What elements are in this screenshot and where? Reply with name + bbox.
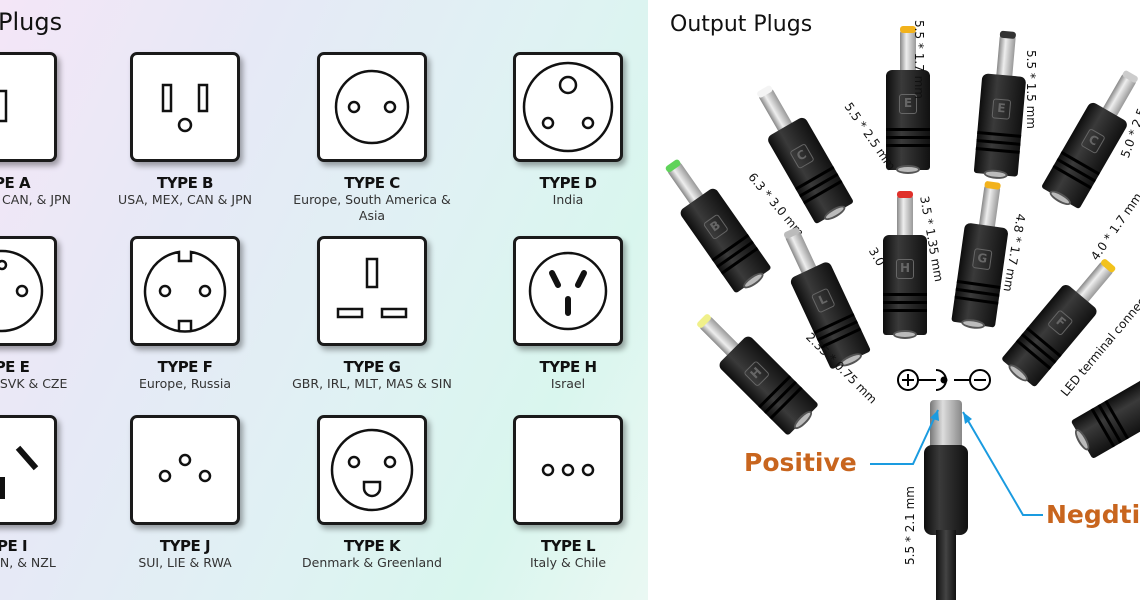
dc-adapter-plug: B (664, 158, 772, 294)
plug-size-label: 4.0 * 1.7 mm (1088, 190, 1140, 264)
panel-title: Plugs (0, 8, 63, 36)
type-name: TYPE K (343, 537, 401, 555)
plug-letter: H (896, 259, 914, 279)
type-name: TYPE B (157, 174, 214, 192)
socket-type-g-icon (317, 236, 427, 346)
socket-type-a-icon (0, 52, 57, 162)
pointer-arrows-icon (870, 409, 1043, 516)
type-countries: Europe, Russia (138, 376, 232, 391)
socket-type-j-icon (130, 415, 240, 525)
type-name: TYPE D (539, 174, 597, 192)
type-name: TYPE H (539, 358, 597, 376)
plug-type-card: TYPE J SUI, LIE & RWA (90, 415, 280, 571)
plug-type-card: TYPE L Italy & Chile (473, 415, 648, 571)
plug-type-card: TYPE H Israel (473, 236, 648, 392)
socket-type-d-icon (513, 52, 623, 162)
negative-label: Negdtive (1046, 500, 1140, 529)
plug-type-card: TYPE K Denmark & Greenland (277, 415, 467, 571)
plug-type-card: TYPE G GBR, IRL, MLT, MAS & SIN (277, 236, 467, 392)
type-countries: GBR, IRL, MLT, MAS & SIN (292, 376, 452, 391)
plug-type-card: TYPE D India (473, 52, 648, 208)
type-countries: Israel (550, 376, 586, 391)
plug-type-card: TYPE E FRA, BEL, SVK & CZE (0, 236, 97, 392)
socket-type-f-icon (130, 236, 240, 346)
plug-type-card: TYPE I AUS, CHN, & NZL (0, 415, 97, 571)
socket-type-c-icon (317, 52, 427, 162)
socket-type-l-icon (513, 415, 623, 525)
dc-adapter-plug: E (886, 26, 930, 174)
dc-adapter-plug: H (883, 191, 927, 339)
socket-type-k-icon (317, 415, 427, 525)
type-name: TYPE C (344, 174, 400, 192)
type-countries: Europe, South America & Asia (293, 192, 451, 223)
polarity-symbol-icon (897, 369, 991, 391)
type-name: TYPE F (157, 358, 213, 376)
ac-plug-types-panel: Plugs TYPE A USA, MEX, CAN, & JPN TYPE B… (0, 0, 648, 600)
dc-adapter-plug: G (951, 180, 1009, 331)
socket-type-i-icon (0, 415, 57, 525)
plug-type-card: TYPE F Europe, Russia (90, 236, 280, 392)
type-countries: SUI, LIE & RWA (138, 555, 232, 570)
type-countries: USA, MEX, CAN, & JPN (0, 192, 71, 207)
positive-label: Positive (744, 448, 857, 477)
plug-letter: G (971, 248, 993, 271)
socket-type-h-icon (513, 236, 623, 346)
socket-type-e-icon (0, 236, 57, 346)
dc-adapter-plug: H (695, 312, 819, 436)
plug-size-label: 5.5 * 1.5 mm (1024, 50, 1038, 129)
socket-type-b-icon (130, 52, 240, 162)
dc-adapter-plug: C (1040, 69, 1139, 210)
type-countries: FRA, BEL, SVK & CZE (0, 376, 68, 391)
plug-type-card: TYPE B USA, MEX, CAN & JPN (90, 52, 280, 208)
type-name: TYPE G (343, 358, 401, 376)
plug-type-card: TYPE A USA, MEX, CAN, & JPN (0, 52, 97, 208)
type-countries: AUS, CHN, & NZL (0, 555, 56, 570)
type-name: TYPE I (0, 537, 28, 555)
type-countries: Denmark & Greenland (302, 555, 442, 570)
type-countries: Italy & Chile (529, 555, 607, 570)
type-name: TYPE L (540, 537, 596, 555)
plug-type-card: TYPE C Europe, South America & Asia (277, 52, 467, 224)
plug-letter: E (899, 94, 917, 114)
type-countries: India (552, 192, 584, 207)
type-name: TYPE A (0, 174, 31, 192)
type-name: TYPE J (159, 537, 211, 555)
plug-size-label: 5.5 * 1.7 mm (912, 20, 926, 99)
dc-adapter-plug: E (973, 30, 1027, 180)
type-countries: USA, MEX, CAN & JPN (118, 192, 252, 207)
type-name: TYPE E (0, 358, 30, 376)
main-dc-plug (924, 400, 968, 600)
panel-title: Output Plugs (670, 12, 813, 37)
plug-letter: E (991, 98, 1012, 120)
